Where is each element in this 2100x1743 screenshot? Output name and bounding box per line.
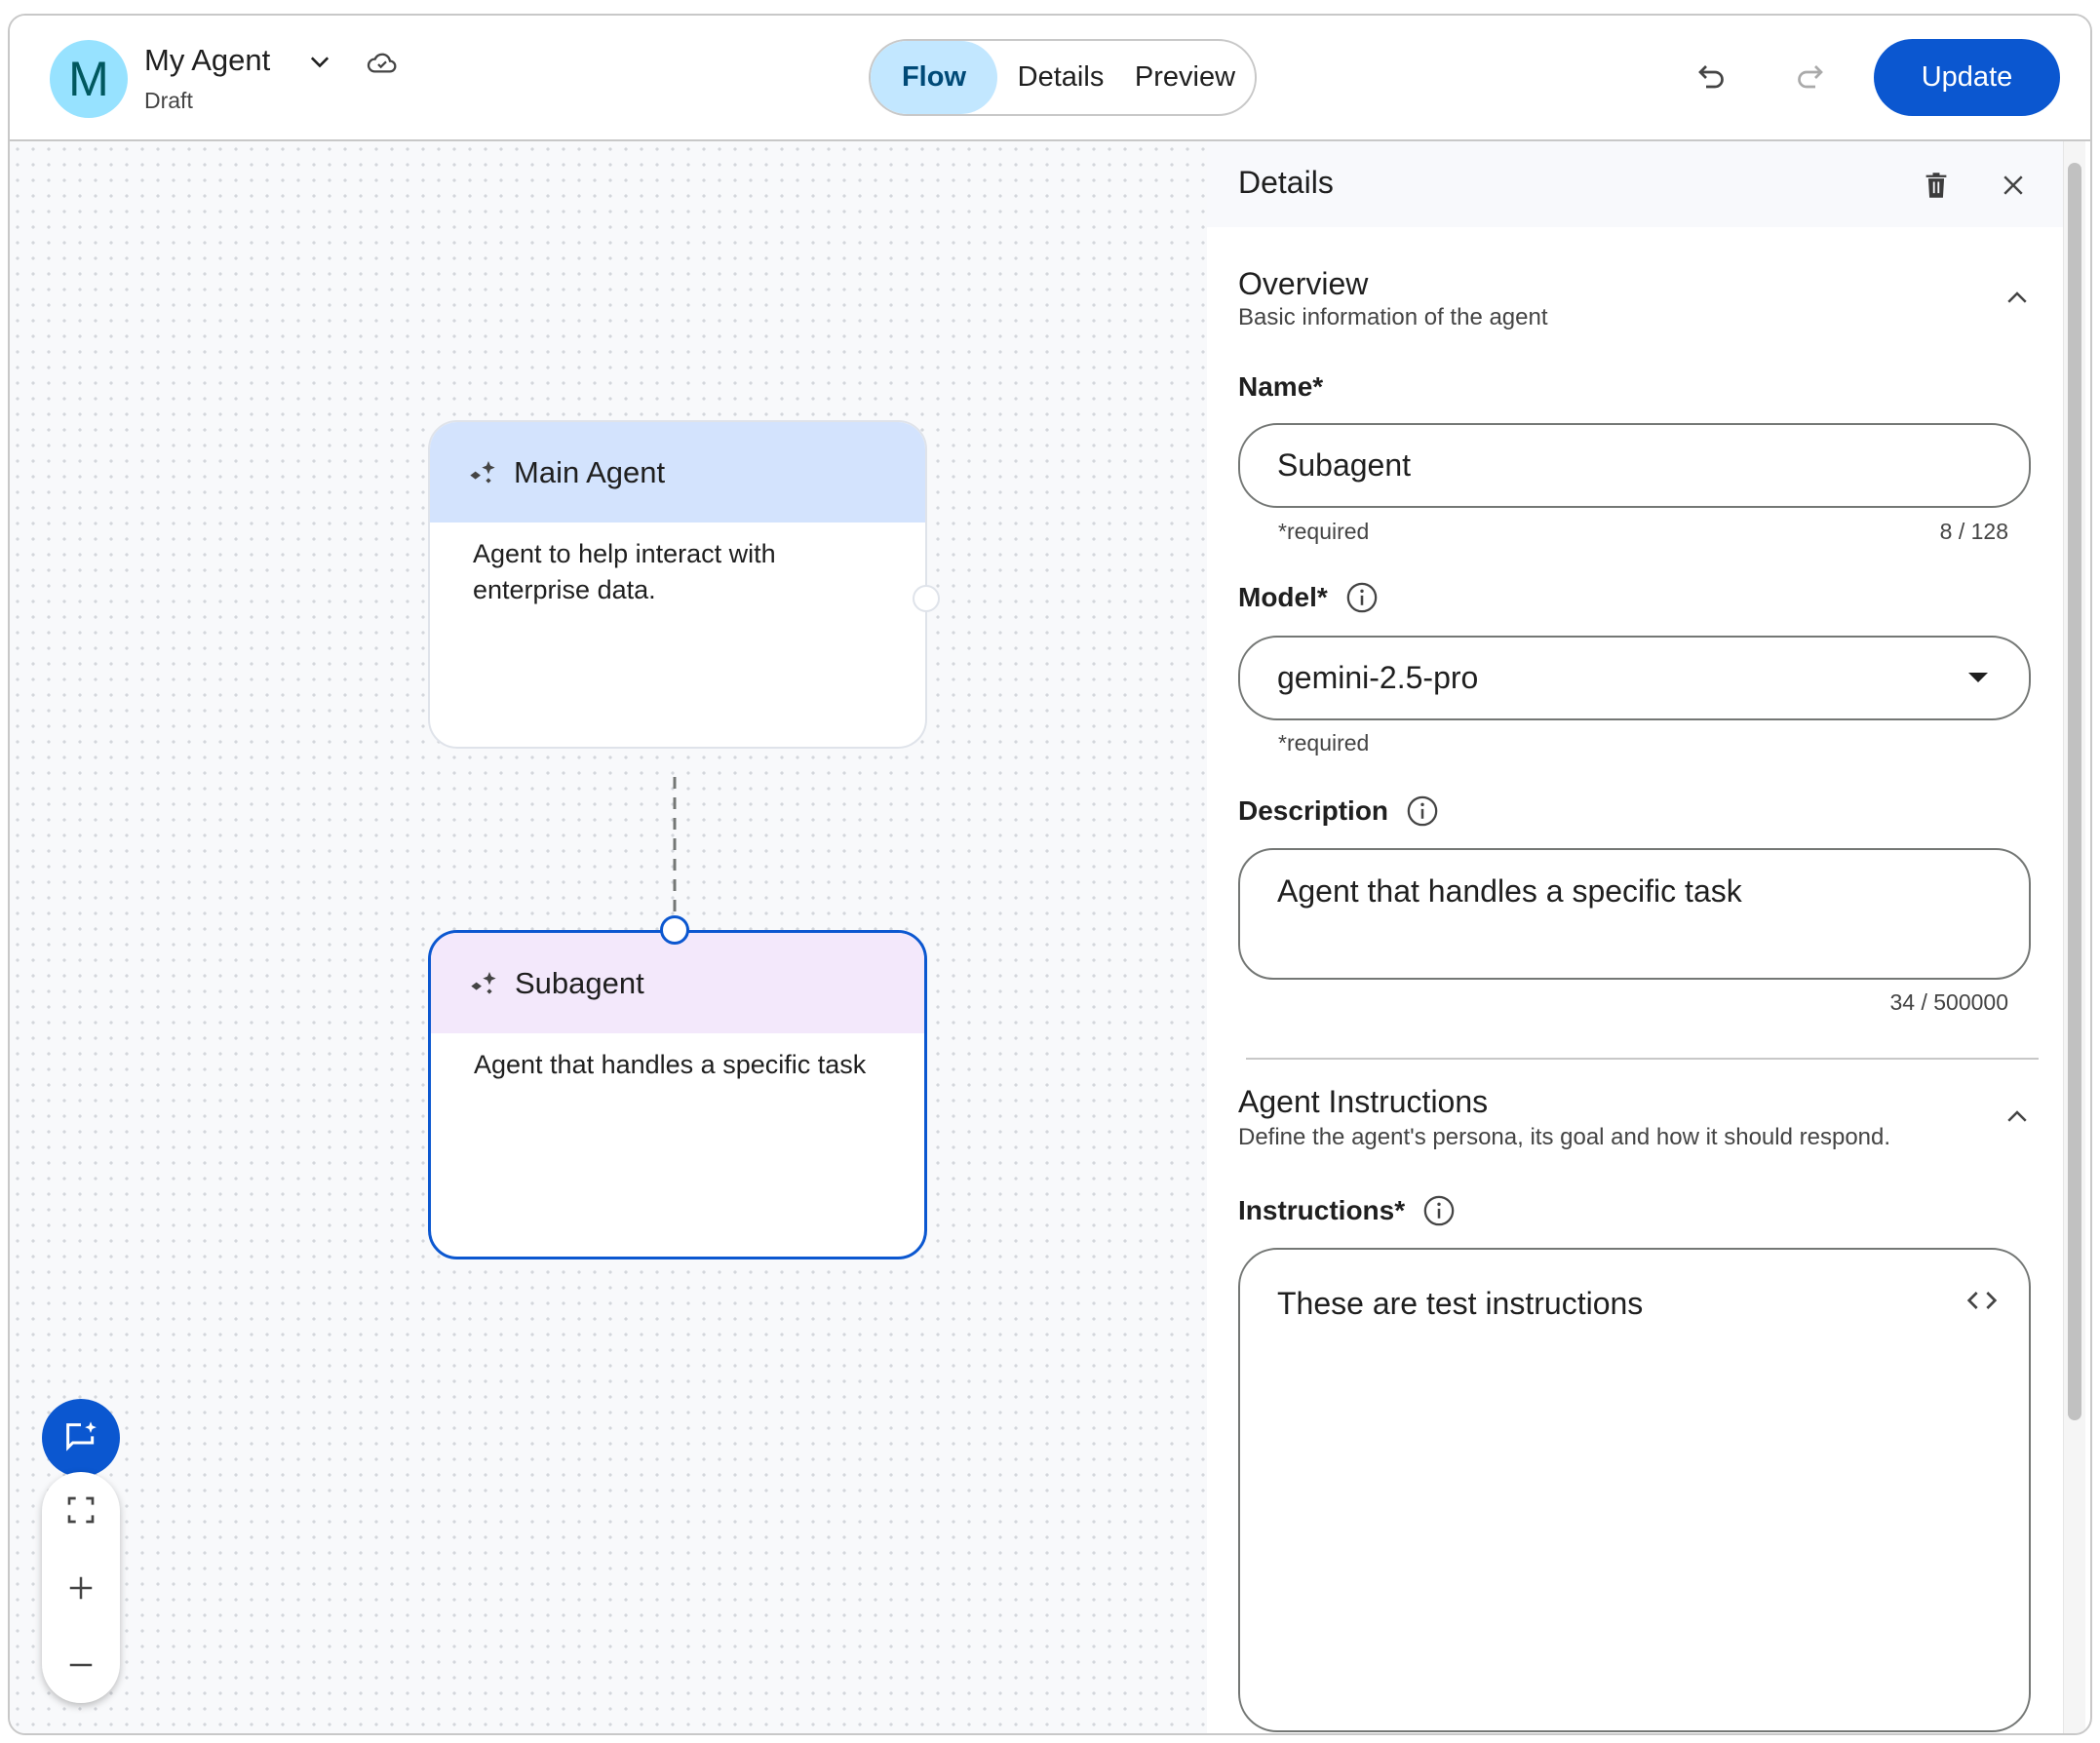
cloud-saved-icon (367, 49, 398, 81)
name-label: Name* (1238, 371, 1323, 403)
info-icon[interactable] (1345, 581, 1379, 614)
model-label: Model* (1238, 581, 1379, 614)
instructions-editor[interactable]: These are test instructions (1238, 1248, 2031, 1732)
subagent-node[interactable]: Subagent Agent that handles a specific t… (428, 930, 927, 1259)
undo-icon[interactable] (1694, 60, 1730, 100)
overview-title: Overview (1238, 266, 1369, 301)
top-bar: M My Agent Draft Flow Details Preview Up… (10, 16, 2090, 141)
zoom-controls (42, 1472, 120, 1703)
connector-line (673, 777, 677, 926)
ai-chat-button[interactable] (42, 1399, 120, 1477)
main-agent-node[interactable]: Main Agent Agent to help interact with e… (428, 420, 927, 749)
model-label-text: Model* (1238, 582, 1328, 612)
flow-canvas[interactable]: Main Agent Agent to help interact with e… (10, 141, 1207, 1733)
tab-preview[interactable]: Preview (1134, 61, 1236, 93)
node-description: Agent that handles a specific task (474, 1050, 867, 1079)
zoom-out-icon[interactable] (42, 1636, 120, 1694)
section-divider (1246, 1058, 2039, 1060)
overview-subtitle: Basic information of the agent (1238, 304, 1548, 330)
description-label: Description (1238, 794, 1439, 828)
name-input[interactable]: Subagent (1238, 423, 2031, 508)
sparkle-icon (471, 971, 496, 994)
output-port[interactable] (913, 585, 940, 612)
chevron-down-icon[interactable] (306, 49, 333, 81)
details-panel: Details Overview Basic information of th… (1207, 141, 2071, 1733)
name-char-count: 8 / 128 (1939, 519, 2008, 544)
chat-sparkle-icon (66, 1421, 97, 1452)
sparkle-icon (470, 460, 495, 484)
avatar: M (50, 40, 128, 118)
model-value: gemini-2.5-pro (1277, 660, 1479, 695)
agent-name[interactable]: My Agent (144, 43, 271, 77)
model-select[interactable]: gemini-2.5-pro (1238, 636, 2031, 720)
info-icon[interactable] (1422, 1194, 1456, 1227)
panel-title: Details (1238, 165, 1334, 200)
info-icon[interactable] (1406, 794, 1439, 828)
node-header: Subagent (431, 933, 924, 1033)
delete-icon[interactable] (1923, 171, 1950, 205)
node-title: Main Agent (514, 454, 666, 489)
agent-instructions-subtitle: Define the agent's persona, its goal and… (1238, 1124, 1891, 1150)
agent-status: Draft (144, 88, 193, 113)
node-title: Subagent (515, 965, 644, 1000)
redo-icon[interactable] (1792, 60, 1827, 100)
input-port[interactable] (660, 915, 689, 945)
chevron-up-icon[interactable] (2003, 1103, 2032, 1137)
panel-header: Details (1207, 141, 2071, 227)
agent-instructions-title: Agent Instructions (1238, 1084, 1489, 1119)
tab-details[interactable]: Details (1017, 61, 1105, 93)
instructions-label: Instructions* (1238, 1194, 1456, 1227)
close-icon[interactable] (1999, 171, 2028, 205)
zoom-in-icon[interactable] (42, 1559, 120, 1617)
fit-view-icon[interactable] (42, 1481, 120, 1539)
instructions-value: These are test instructions (1277, 1286, 1644, 1321)
model-helper: *required (1278, 730, 1370, 755)
instructions-label-text: Instructions* (1238, 1195, 1406, 1225)
panel-scrollbar[interactable] (2063, 141, 2085, 1733)
dropdown-arrow-icon (1968, 673, 1988, 682)
scrollbar-thumb[interactable] (2068, 163, 2081, 1420)
node-description: Agent to help interact with enterprise d… (473, 539, 776, 604)
name-helper: *required (1278, 519, 1370, 544)
chevron-up-icon[interactable] (2003, 284, 2032, 318)
node-header: Main Agent (430, 422, 925, 523)
description-textarea[interactable]: Agent that handles a specific task (1238, 848, 2031, 980)
app-window: M My Agent Draft Flow Details Preview Up… (8, 14, 2092, 1735)
update-button[interactable]: Update (1874, 39, 2060, 116)
view-tabs: Flow Details Preview (869, 39, 1257, 116)
tab-flow[interactable]: Flow (871, 41, 997, 114)
description-char-count: 34 / 500000 (1889, 989, 2008, 1015)
code-icon[interactable] (1966, 1289, 1998, 1312)
description-label-text: Description (1238, 795, 1389, 826)
name-label-text: Name* (1238, 371, 1324, 402)
